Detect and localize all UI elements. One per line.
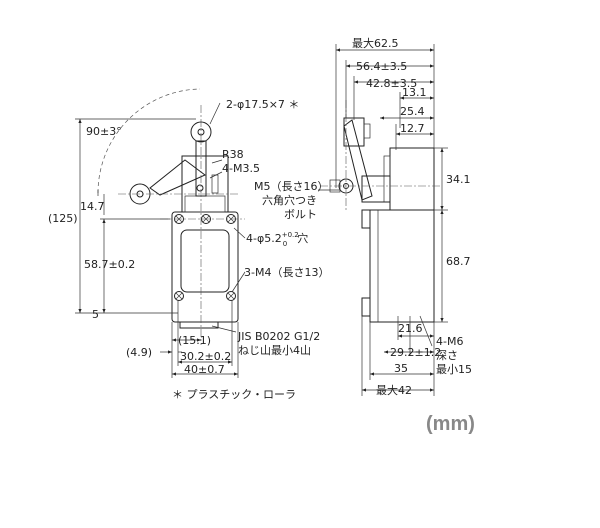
dim-4-9: (4.9) xyxy=(126,346,152,359)
switch-body xyxy=(171,211,239,323)
dim-15-1: (15.1) xyxy=(178,334,211,347)
radius-label: R38 xyxy=(222,148,244,161)
dim-30-2: 30.2±0.2 xyxy=(180,350,231,363)
screw-top-label: 4-M3.5 xyxy=(222,162,260,175)
dim-max-62-5: 最大62.5 xyxy=(352,36,399,50)
roller-label: 2-φ17.5×7 ＊ xyxy=(226,98,299,111)
dim-12-7: 12.7 xyxy=(400,122,425,135)
dim-42-8: 42.8±3.5 xyxy=(366,77,417,90)
m6-line1: 4-M6 xyxy=(436,335,463,348)
jis-line2: ねじ山最小4山 xyxy=(238,344,311,357)
dim-40: 40±0.7 xyxy=(184,363,225,376)
m5-line2: 六角穴つき xyxy=(262,193,317,207)
m6-line2: 深さ xyxy=(436,349,458,362)
screw-body-label: 3-M4（長さ13） xyxy=(244,266,329,279)
dim-14-7: 14.7 xyxy=(80,200,105,213)
dim-13-1: 13.1 xyxy=(402,86,427,99)
footnote: ＊ プラスチック・ローラ xyxy=(172,388,296,401)
unit-label: (mm) xyxy=(426,413,475,435)
dim-5: 5 xyxy=(92,308,99,321)
dim-58-7: 58.7±0.2 xyxy=(84,258,135,271)
jis-line1: JIS B0202 G1/2 xyxy=(237,330,320,343)
dim-21-6: 21.6 xyxy=(398,322,423,335)
m5-line1: M5（長さ16） xyxy=(254,180,329,193)
dim-34-1: 34.1 xyxy=(446,173,471,186)
m5-line3: ボルト xyxy=(284,208,317,221)
dim-56-4: 56.4±3.5 xyxy=(356,60,407,73)
lever-arm xyxy=(195,140,207,197)
dim-29-2: 29.2±1.2 xyxy=(390,346,441,359)
dim-68-7: 68.7 xyxy=(446,255,471,268)
dim-max-42: 最大42 xyxy=(376,383,412,397)
dim-125: (125) xyxy=(48,212,78,225)
dim-35: 35 xyxy=(394,362,408,375)
side-body xyxy=(369,209,435,323)
dim-25-4: 25.4 xyxy=(400,105,425,118)
angle-label: 90±3° xyxy=(86,125,122,138)
conduit-port xyxy=(179,321,219,329)
side-lever xyxy=(343,119,373,201)
m6-line3: 最小15 xyxy=(436,363,472,376)
cover-window xyxy=(180,229,230,293)
side-head xyxy=(389,147,435,211)
body-screws xyxy=(174,214,236,301)
front-view: 2-φ17.5×7 ＊ 90±3° R38 4-M3.5 14.7 (125) … xyxy=(48,88,329,378)
side-view: 最大62.5 56.4±3.5 42.8±3.5 13.1 25.4 12.7 … xyxy=(254,36,472,397)
